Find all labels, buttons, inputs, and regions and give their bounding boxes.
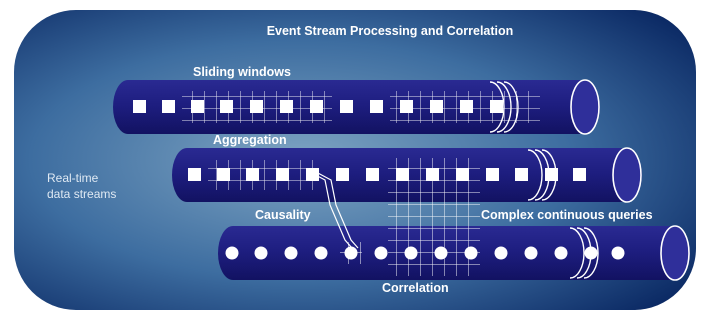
event-square bbox=[162, 100, 175, 113]
stream-tube-2-end bbox=[612, 147, 642, 203]
label-correlation: Correlation bbox=[382, 281, 449, 295]
stream-tube-3-end bbox=[660, 225, 690, 281]
event-circle bbox=[374, 246, 388, 260]
event-square bbox=[133, 100, 146, 113]
event-square bbox=[340, 100, 353, 113]
event-square bbox=[545, 168, 558, 181]
stream-tube-1-end bbox=[570, 79, 600, 135]
label-sliding-windows: Sliding windows bbox=[193, 65, 291, 79]
event-circle bbox=[284, 246, 298, 260]
event-circle bbox=[524, 246, 538, 260]
sliding-window-grid-1 bbox=[182, 91, 332, 123]
event-circle bbox=[554, 246, 568, 260]
diagram-title: Event Stream Processing and Correlation bbox=[267, 24, 514, 38]
label-aggregation: Aggregation bbox=[213, 133, 287, 147]
sliding-window-grid-2 bbox=[390, 91, 540, 123]
event-square bbox=[366, 168, 379, 181]
event-square bbox=[188, 168, 201, 181]
event-square bbox=[515, 168, 528, 181]
event-circle bbox=[584, 246, 598, 260]
event-square bbox=[370, 100, 383, 113]
event-square bbox=[573, 168, 586, 181]
correlation-grid bbox=[388, 158, 480, 276]
side-label-line2: data streams bbox=[47, 187, 116, 201]
side-label-line1: Real-time bbox=[47, 171, 99, 185]
causality-link bbox=[309, 171, 362, 264]
event-square bbox=[336, 168, 349, 181]
label-complex-continuous-queries: Complex continuous queries bbox=[481, 208, 653, 222]
aggregation-grid bbox=[208, 160, 318, 190]
stream-sliding-windows: Sliding windows bbox=[113, 65, 600, 135]
event-circle bbox=[254, 246, 268, 260]
event-circle bbox=[494, 246, 508, 260]
causality-grid bbox=[340, 242, 362, 264]
event-square bbox=[486, 168, 499, 181]
event-circle bbox=[611, 246, 625, 260]
event-circle bbox=[225, 246, 239, 260]
event-circle bbox=[314, 246, 328, 260]
label-causality: Causality bbox=[255, 208, 311, 222]
